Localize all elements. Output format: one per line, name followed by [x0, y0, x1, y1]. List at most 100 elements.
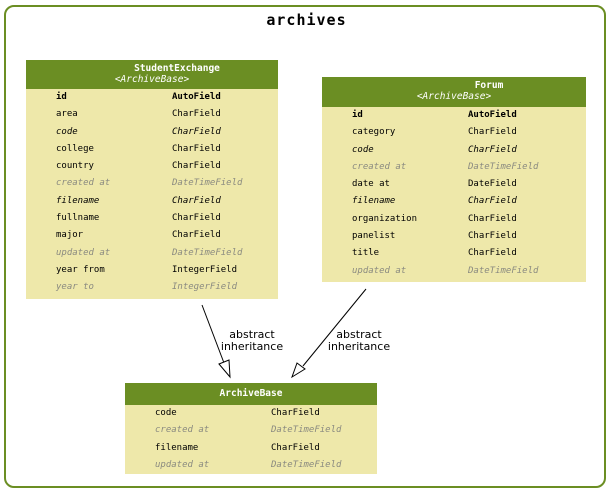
field-type: DateTimeField [172, 247, 243, 258]
field-row: title CharField [322, 245, 586, 262]
field-name: filename [56, 195, 100, 206]
field-name: category [352, 127, 396, 138]
model-name: Forum [474, 80, 504, 91]
field-name: code [352, 144, 374, 155]
model-header: Forum <ArchiveBase> [322, 77, 586, 107]
field-name: panelist [352, 231, 396, 242]
field-type: DateTimeField [468, 265, 539, 276]
field-row: panelist CharField [322, 228, 586, 245]
field-type: CharField [172, 109, 221, 120]
field-type: CharField [172, 213, 221, 224]
model-header: StudentExchange <ArchiveBase> [26, 60, 278, 89]
field-name: year from [56, 264, 105, 275]
field-row: date at DateField [322, 176, 586, 193]
field-name: updated at [352, 265, 407, 276]
field-name: year to [56, 282, 94, 293]
field-name: created at [352, 161, 407, 172]
field-row: updated at DateTimeField [125, 457, 377, 474]
edge-arrowhead-student-exchange [218, 359, 231, 379]
field-type: CharField [468, 127, 517, 138]
field-type: DateTimeField [271, 459, 342, 470]
field-type: CharField [172, 230, 221, 241]
field-type: CharField [468, 196, 517, 207]
field-row: organization CharField [322, 211, 586, 228]
field-type: AutoField [172, 92, 221, 102]
field-row: category CharField [322, 124, 586, 141]
field-row: major CharField [26, 227, 278, 244]
field-name: updated at [155, 459, 210, 470]
field-type: CharField [468, 213, 517, 224]
field-name: code [56, 126, 78, 137]
field-row: year to IntegerField [26, 279, 278, 296]
field-row: updated at DateTimeField [26, 245, 278, 262]
edge-label-line2: inheritance [220, 340, 284, 353]
field-name: college [56, 143, 94, 154]
field-name: date at [352, 179, 390, 190]
model-name: StudentExchange [134, 63, 220, 74]
field-row: fullname CharField [26, 210, 278, 227]
field-row: created at DateTimeField [26, 175, 278, 192]
field-row: filename CharField [125, 440, 377, 457]
field-type: CharField [271, 408, 320, 418]
field-name: organization [352, 213, 418, 224]
edge-label-student-exchange: abstract inheritance [212, 329, 292, 353]
field-row: code CharField [26, 124, 278, 141]
edge-label-line1: abstract [229, 328, 275, 341]
field-type: DateTimeField [172, 178, 243, 189]
field-type: DateTimeField [468, 161, 539, 172]
edge-label-line1: abstract [336, 328, 382, 341]
field-type: CharField [468, 248, 517, 259]
field-type: CharField [172, 126, 221, 137]
field-name: updated at [56, 247, 111, 258]
field-type: IntegerField [172, 282, 238, 293]
field-type: AutoField [468, 110, 517, 120]
field-row: year from IntegerField [26, 262, 278, 279]
field-name: created at [155, 425, 210, 436]
edge-label-forum: abstract inheritance [319, 329, 399, 353]
field-type: CharField [468, 144, 517, 155]
field-type: CharField [172, 161, 221, 172]
field-type: IntegerField [172, 264, 238, 275]
field-row: country CharField [26, 158, 278, 175]
field-row: filename CharField [26, 193, 278, 210]
model-base: <ArchiveBase> [114, 74, 190, 85]
edge-label-line2: inheritance [327, 340, 391, 353]
field-name: id [56, 92, 67, 102]
field-row: created at DateTimeField [322, 159, 586, 176]
package-title: archives [266, 11, 347, 29]
field-type: CharField [271, 442, 320, 453]
field-name: filename [352, 196, 396, 207]
model-base: <ArchiveBase> [416, 91, 492, 102]
field-row: id AutoField [26, 89, 278, 106]
field-type: DateField [468, 179, 517, 190]
field-name: filename [155, 442, 199, 453]
field-type: CharField [172, 195, 221, 206]
field-name: area [56, 109, 78, 120]
field-row: updated at DateTimeField [322, 263, 586, 280]
field-row: college CharField [26, 141, 278, 158]
model-name: ArchiveBase [219, 388, 283, 399]
field-type: CharField [172, 143, 221, 154]
edge-arrowhead-forum [291, 362, 306, 379]
field-row: code CharField [322, 142, 586, 159]
field-name: fullname [56, 213, 100, 224]
field-type: CharField [468, 231, 517, 242]
edge-line-forum [302, 288, 367, 367]
field-row: filename CharField [322, 193, 586, 210]
field-name: country [56, 161, 94, 172]
edge-line-student-exchange [201, 304, 225, 364]
model-student-exchange[interactable]: StudentExchange <ArchiveBase> id AutoFiel… [26, 60, 278, 299]
field-name: created at [56, 178, 111, 189]
field-row: area CharField [26, 106, 278, 123]
field-name: title [352, 248, 380, 259]
field-name: major [56, 230, 84, 241]
